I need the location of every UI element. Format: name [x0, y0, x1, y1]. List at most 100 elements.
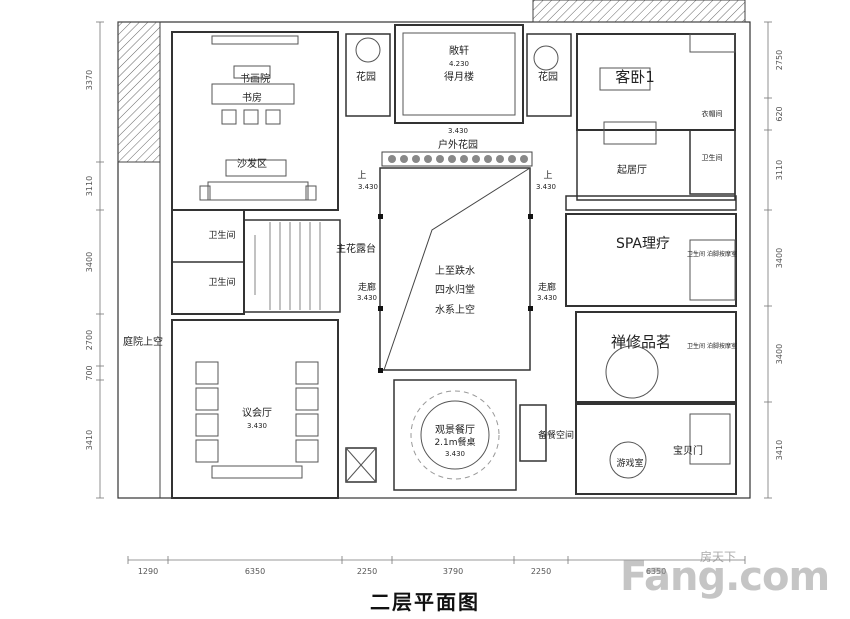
study-room-wall [171, 31, 339, 211]
dim-bottom-5: 2250 [531, 567, 551, 576]
watermark-subtext: 房天下 [700, 550, 737, 564]
dimension-lines [96, 21, 772, 564]
label-dining: 观景餐厅 [435, 423, 475, 436]
bath-guest-wall [689, 129, 736, 195]
label-up-left: 上 [357, 170, 366, 181]
label-corridor-left: 走廊 [358, 281, 376, 293]
dim-left-6: 3410 [85, 430, 94, 450]
kids-bed [689, 413, 731, 465]
label-spa: SPA理疗 [616, 236, 670, 252]
label-lounge: 起居厅 [617, 164, 647, 176]
hatched-top-right [532, 0, 746, 23]
label-outdoor-garden: 户外花园 [438, 138, 478, 151]
study-chairs [221, 65, 281, 125]
label-service: 备餐空间 [538, 429, 574, 441]
meeting-hall-wall [171, 319, 339, 499]
label-pavilion-name: 得月楼 [444, 70, 474, 83]
label-meeting-level: 3.430 [247, 422, 267, 430]
label-garden-left: 花园 [356, 70, 376, 83]
planter-row [381, 151, 533, 167]
label-meeting: 议会厅 [242, 406, 272, 419]
tea-table [605, 345, 659, 399]
dim-bottom-1: 1290 [138, 567, 158, 576]
dining-room-wall [393, 379, 517, 491]
planter-plants [388, 155, 528, 163]
label-dining-level: 3.430 [445, 450, 465, 458]
label-corridor-left-level: 3.430 [357, 294, 377, 302]
label-outdoor-level: 3.430 [448, 127, 468, 135]
label-zen: 禅修品茗 [611, 333, 671, 351]
dim-right-2: 620 [775, 106, 784, 121]
columns [378, 214, 533, 373]
label-study: 书房 [242, 91, 262, 104]
service-counter [519, 404, 547, 462]
zen-room-wall [575, 311, 737, 403]
label-void1: 上至跌水 [435, 264, 475, 277]
bookshelf [211, 35, 299, 45]
label-playroom: 游戏室 [616, 457, 643, 469]
watermark: 房天下 Fang.com [600, 548, 830, 608]
label-study-top: 书画院 [240, 72, 270, 85]
closet-top [689, 33, 736, 53]
dim-left-3: 3400 [85, 252, 94, 272]
dim-left-4: 2700 [85, 330, 94, 350]
label-up-right-level: 3.430 [536, 183, 556, 191]
label-bath1: 卫生间 [208, 229, 235, 241]
lift-shaft [345, 447, 377, 483]
label-pavilion: 敞轩 [449, 44, 469, 57]
label-dining-sub: 2.1m餐桌 [434, 436, 475, 448]
pavilion-inner [402, 32, 516, 116]
label-bath2: 卫生间 [208, 276, 235, 288]
spa-room-wall [565, 213, 737, 307]
label-pavilion-level: 4.230 [449, 60, 469, 68]
lift-cross-b [345, 447, 377, 483]
kids-room-wall [575, 403, 737, 495]
dim-left-5: 700 [85, 365, 94, 380]
label-closet: 衣帽间 [702, 109, 723, 118]
label-void3: 水系上空 [435, 303, 475, 316]
label-bath-zen: 卫生间 泊脚按摩室 [687, 342, 737, 350]
stair-treads [254, 222, 321, 310]
dim-bottom-4: 3790 [443, 567, 463, 576]
hatched-left-column [117, 21, 161, 163]
study-desk [211, 83, 295, 105]
label-void2: 四水归堂 [435, 283, 475, 296]
tv-unit [603, 121, 657, 145]
label-guest: 客卧1 [615, 68, 655, 86]
play-mat [609, 441, 647, 479]
void-edge-line [383, 167, 531, 371]
label-bath-guest: 卫生间 [702, 153, 723, 162]
plan-title: 二层平面图 [370, 590, 480, 614]
bed [599, 67, 651, 91]
label-bath-spa: 卫生间 泊脚按摩室 [687, 250, 737, 258]
label-court-void: 庭院上空 [123, 335, 163, 348]
tree-left-icon [355, 37, 381, 63]
garden-right-box [526, 33, 572, 117]
dining-table [420, 400, 490, 470]
label-terrace: 主花露台 [336, 242, 376, 255]
dim-right-3: 3110 [775, 160, 784, 180]
tree-right-icon [533, 45, 559, 71]
label-baby: 宝贝门 [673, 444, 703, 457]
sofa-set [199, 159, 317, 201]
dim-right-1: 2750 [775, 50, 784, 70]
dim-right-5: 3400 [775, 344, 784, 364]
dim-bottom-6: 6350 [646, 567, 666, 576]
watermark-text: Fang.com [620, 554, 830, 600]
label-corridor-right: 走廊 [538, 281, 556, 293]
stair-area [243, 219, 341, 313]
dim-bottom-3: 2250 [357, 567, 377, 576]
label-corridor-right-level: 3.430 [537, 294, 557, 302]
outer-wall [117, 21, 751, 499]
dim-left-1: 3370 [85, 70, 94, 90]
dining-chairs [410, 390, 500, 480]
label-garden-right: 花园 [538, 70, 558, 83]
meeting-chairs [195, 361, 319, 479]
dim-left-2: 3110 [85, 176, 94, 196]
dim-right-4: 3400 [775, 248, 784, 268]
dim-right-6: 3410 [775, 440, 784, 460]
spa-bath [689, 239, 736, 301]
dim-bottom-2: 6350 [245, 567, 265, 576]
label-up-left-level: 3.430 [358, 183, 378, 191]
